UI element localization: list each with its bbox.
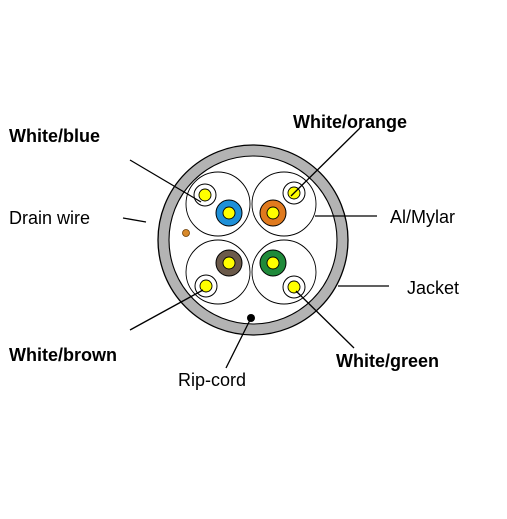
wire-white-green [282, 275, 306, 299]
rip-cord-dot [247, 314, 255, 322]
leader-drain-wire [122, 217, 147, 223]
wire-white-brown [194, 274, 218, 298]
jacket-inner-area [168, 155, 338, 325]
label-white-brown: White/brown [9, 345, 117, 365]
label-rip-cord: Rip-cord [178, 370, 246, 390]
wire-orange [259, 199, 287, 227]
wire-white-blue [193, 183, 217, 207]
label-jacket: Jacket [407, 278, 459, 298]
wire-green [259, 249, 287, 277]
leader-white-green [295, 290, 355, 349]
label-white-orange: White/orange [293, 112, 407, 132]
leader-white-blue [129, 159, 202, 203]
foil-shield-top-left [185, 171, 251, 237]
foil-shield-bottom-right [251, 239, 317, 305]
leader-white-brown [129, 289, 204, 331]
label-white-blue: White/blue [9, 126, 100, 146]
leader-white-orange [290, 127, 361, 197]
wire-brown [215, 249, 243, 277]
label-white-green: White/green [336, 351, 439, 371]
label-al-mylar: Al/Mylar [390, 207, 455, 227]
drain-wire-dot [182, 229, 190, 237]
label-drain-wire: Drain wire [9, 208, 90, 228]
leader-rip-cord [225, 319, 251, 369]
wire-blue [215, 199, 243, 227]
